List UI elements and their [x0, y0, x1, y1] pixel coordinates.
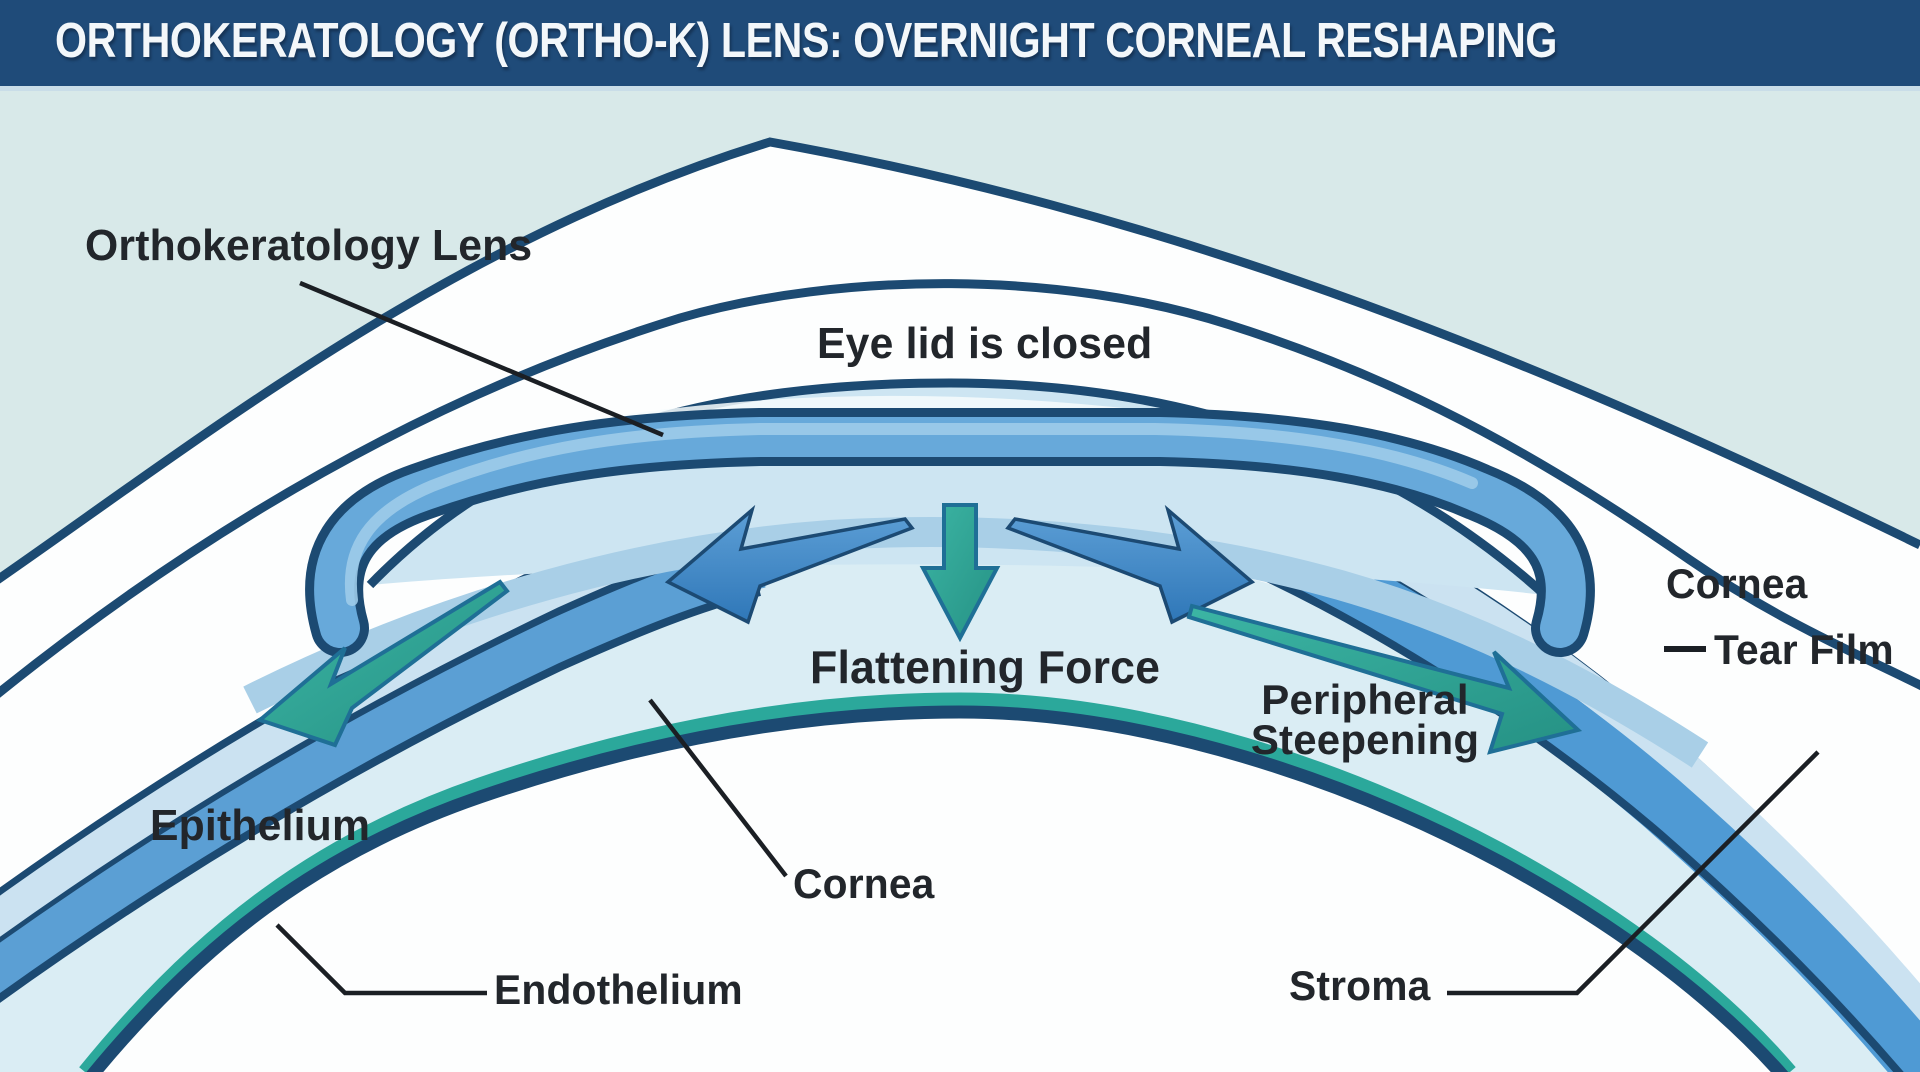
stroma-label: Stroma: [1289, 962, 1431, 1009]
eyelid-outer-edge: [0, 137, 1920, 584]
title-bar: ORTHOKERATOLOGY (ORTHO-K) LENS: OVERNIGH…: [0, 0, 1920, 91]
tear-film-label: Tear Film: [1714, 626, 1894, 673]
epithelium-label: Epithelium: [150, 801, 371, 850]
orthokeratology-lens-label: Orthokeratology Lens: [85, 221, 533, 270]
outward-force-left-arrow-icon: [664, 504, 915, 625]
flattening-force-down-arrow-icon: [919, 503, 1001, 643]
peripheral-steepening-label: Peripheral Steepening: [1240, 676, 1490, 763]
endothelium-teal-line: [79, 692, 1796, 1072]
eyelid-inner-edge: [0, 279, 1920, 698]
peripheral-steepening-left-arrow-icon: [255, 579, 510, 748]
cornea-bottom-label: Cornea: [793, 860, 935, 907]
peripheral-steepening-line2: Steepening: [1250, 716, 1480, 763]
outward-force-right-arrow-icon: [1005, 504, 1256, 625]
lens-leader-line: [299, 280, 664, 438]
leader-lines: [275, 280, 1820, 996]
peripheral-steepening-line1: Peripheral: [1261, 676, 1469, 723]
force-arrows: [255, 503, 1583, 755]
peripheral-steepening-right-arrow-icon: [1186, 603, 1583, 755]
cornea-leader-line: [648, 698, 788, 878]
page-title: ORTHOKERATOLOGY (ORTHO-K) LENS: OVERNIGH…: [55, 14, 1557, 68]
cornea-right-label: Cornea: [1666, 560, 1808, 607]
endothelium-leader-line: [275, 923, 487, 996]
flattening-force-label: Flattening Force: [810, 641, 1161, 693]
stroma-leader-line: [1447, 750, 1820, 996]
endothelium-navy-line: [86, 705, 1789, 1072]
ortho-k-lens-shape: [305, 408, 1595, 657]
eyelid-closed-label: Eye lid is closed: [817, 319, 1153, 368]
endothelium-label: Endothelium: [494, 966, 743, 1013]
